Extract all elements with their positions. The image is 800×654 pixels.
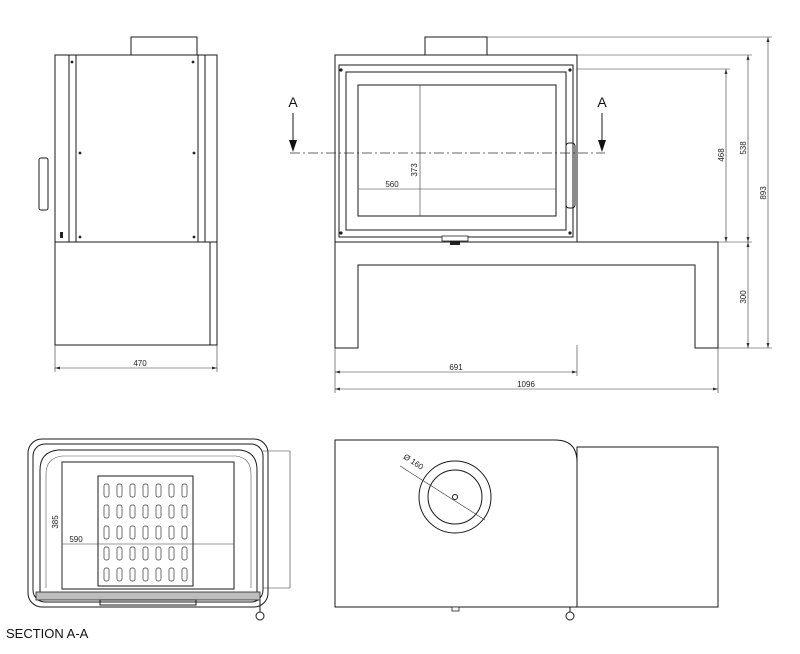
section-marker-left: A <box>288 94 298 110</box>
side-flue-collar <box>130 36 198 56</box>
door-outer <box>345 71 567 231</box>
side-stand <box>54 241 218 346</box>
flue-inner-ring <box>427 469 483 525</box>
glass-width-dim: 560 <box>385 180 399 189</box>
front-view: 373 560 A A 691 1096 468 538 300 <box>288 36 772 393</box>
firebox-height-dim: 468 <box>717 148 726 162</box>
section-caption: SECTION A-A <box>6 626 89 641</box>
door-frame <box>338 64 574 238</box>
grate-slots <box>103 483 188 582</box>
section-door-knob <box>255 611 265 621</box>
front-flue-collar <box>424 36 488 56</box>
top-view: Ø 160 <box>334 439 719 621</box>
flue-outer-ring <box>418 460 492 534</box>
grate-plate <box>97 475 194 587</box>
front-handle <box>565 142 576 209</box>
top-door-knob <box>565 611 575 621</box>
body-width-dim: 691 <box>449 363 463 372</box>
top-stand <box>576 446 719 608</box>
front-body <box>334 54 578 243</box>
body-height-dim: 538 <box>739 141 748 155</box>
section-outer <box>27 438 269 608</box>
stand-height-dim: 300 <box>739 290 748 304</box>
glass-panel <box>357 84 557 217</box>
side-width-dim: 470 <box>133 359 147 368</box>
section-view: 385 590 SECTION A-A <box>6 438 291 641</box>
front-stand <box>334 241 719 349</box>
door-handle <box>38 157 49 211</box>
section-width-dim: 590 <box>69 535 83 544</box>
side-body <box>54 54 218 243</box>
section-marker-right: A <box>597 94 607 110</box>
glass-height-dim: 373 <box>410 163 419 177</box>
section-door-glass <box>35 591 261 601</box>
total-height-dim: 893 <box>759 186 768 200</box>
side-view: 470 <box>38 36 218 372</box>
section-depth-dim: 385 <box>51 515 60 529</box>
total-width-dim: 1096 <box>517 380 535 389</box>
flue-diameter-dim: Ø 160 <box>402 452 426 472</box>
